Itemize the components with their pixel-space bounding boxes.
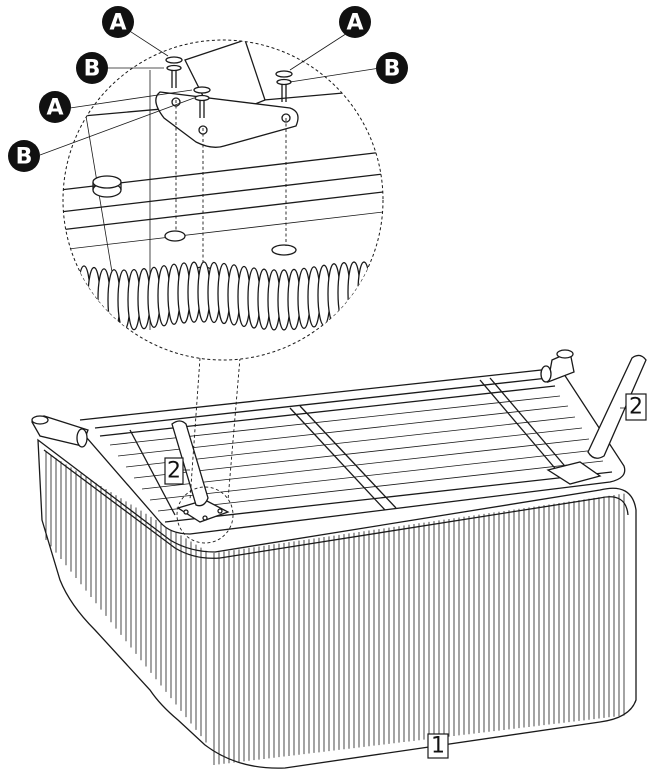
screw-center — [193, 86, 211, 118]
woven-skirt-outline — [37, 438, 637, 769]
zoom-guide-left — [189, 357, 201, 501]
leg-mount-plate-right — [546, 461, 602, 485]
callout-b-label: B — [84, 57, 101, 82]
part-number-2-right: 2 — [620, 393, 647, 421]
detail-magnifier — [39, 27, 384, 361]
callout-b-top-left: B — [76, 52, 108, 84]
corner-tube-left — [31, 415, 89, 448]
callout-b-label: B — [384, 57, 401, 82]
zoom-guide-right — [227, 357, 241, 501]
part-number-2-label: 2 — [167, 459, 181, 484]
callout-b-top-right: B — [376, 52, 408, 84]
callout-a-label: A — [46, 96, 63, 121]
woven-strands — [45, 452, 625, 765]
part-number-1: 1 — [427, 733, 449, 759]
leg-left — [171, 420, 209, 507]
callout-a-top-right: A — [339, 6, 371, 38]
callout-a-label: A — [346, 11, 363, 36]
screw-top-left — [165, 56, 183, 88]
part-number-1-label: 1 — [431, 734, 445, 759]
leg-right — [587, 354, 647, 459]
callout-a-label: A — [109, 11, 126, 36]
tabletop-underside — [39, 367, 626, 535]
part-number-2-left: 2 — [164, 457, 190, 485]
zoom-target-circle — [176, 486, 234, 544]
table-body — [31, 349, 647, 769]
callout-a-middle: A — [39, 91, 71, 123]
screw-top-right — [275, 70, 293, 102]
part-number-2-label: 2 — [629, 395, 643, 420]
callout-b-label: B — [16, 145, 33, 170]
callout-a-top-left: A — [102, 6, 134, 38]
mount-plate — [155, 91, 299, 148]
callout-b-middle: B — [8, 140, 40, 172]
corner-tube-right — [540, 349, 575, 384]
